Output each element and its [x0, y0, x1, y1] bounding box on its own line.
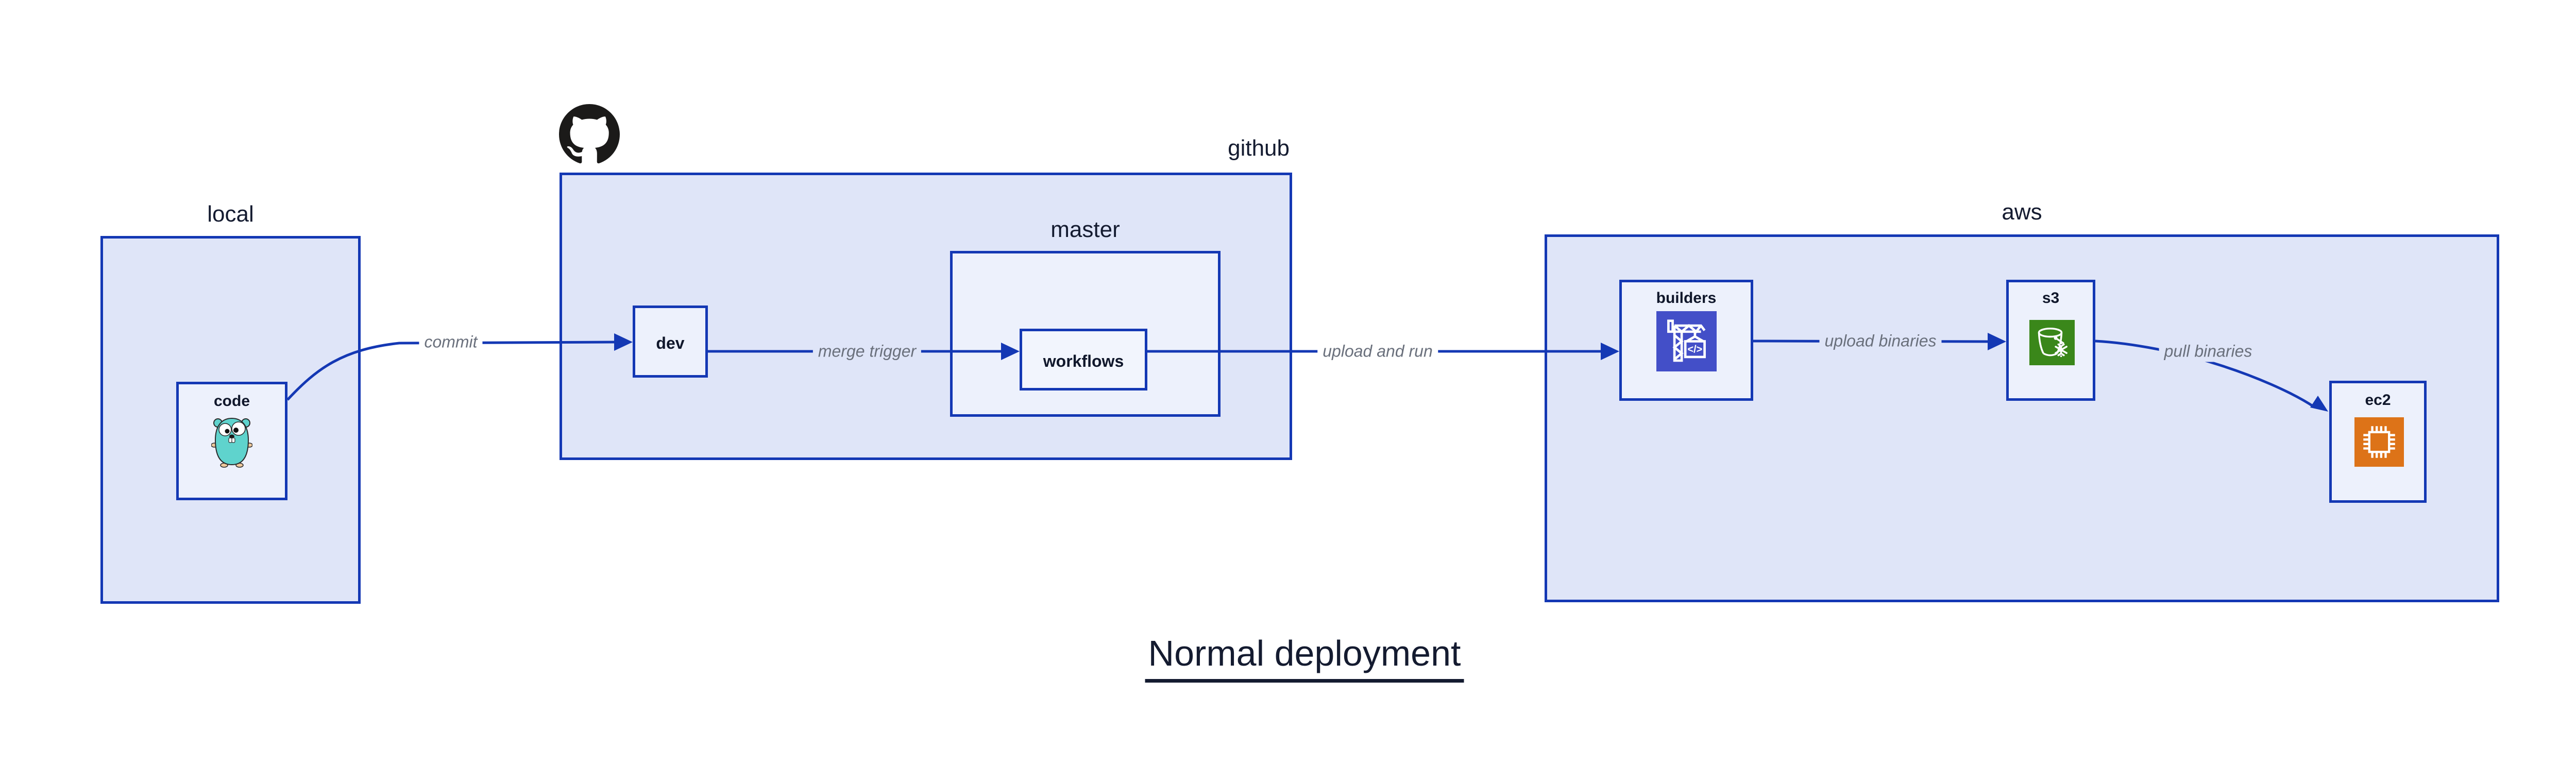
local-region-label: local: [207, 201, 254, 227]
aws-region-label: aws: [2002, 199, 2042, 225]
upload-and-run-arrowhead: [1601, 343, 1619, 360]
code-node-box: code: [176, 382, 287, 500]
dev-branch-node-label: dev: [656, 334, 685, 352]
merge-trigger-edge-label: merge trigger: [812, 341, 922, 362]
workflows-node-label: workflows: [1043, 352, 1124, 370]
workflows-node-box: workflows: [1020, 329, 1147, 390]
ec2-chip-icon: [2354, 417, 2404, 467]
upload-binaries-arrowhead: [1988, 333, 2006, 350]
s3-node-label: s3: [2042, 290, 2060, 307]
ec2-node-label: ec2: [2365, 392, 2391, 409]
github-octocat-icon: [559, 104, 620, 165]
merge-trigger-arrowhead: [1001, 343, 1020, 360]
builders-node-box: builders </>: [1619, 280, 1753, 401]
s3-bucket-icon: [2029, 320, 2075, 365]
codebuild-crane-icon: </>: [1656, 311, 1717, 371]
svg-text:</>: </>: [1688, 344, 1703, 355]
master-branch-label: master: [1050, 217, 1120, 242]
github-region-label: github: [1228, 135, 1290, 161]
commit-edge-label: commit: [419, 331, 483, 353]
pull-binaries-edge-label: pull binaries: [2159, 341, 2258, 362]
builders-node-label: builders: [1656, 290, 1717, 307]
upload-and-run-edge-label: upload and run: [1317, 341, 1438, 362]
dev-branch-node-box: dev: [633, 305, 708, 378]
s3-node-box: s3: [2006, 280, 2095, 401]
pull-binaries-arrowhead: [2310, 396, 2328, 412]
commit-arrowhead: [614, 333, 633, 351]
ec2-node-box: ec2: [2329, 381, 2427, 503]
diagram-title: Normal deployment: [1145, 633, 1464, 683]
pull-binaries-arrow: [2095, 339, 2315, 409]
upload-binaries-edge-label: upload binaries: [1819, 330, 1942, 352]
code-node-label: code: [213, 393, 250, 410]
commit-arrow: [286, 341, 615, 401]
go-gopher-icon: [211, 415, 253, 468]
